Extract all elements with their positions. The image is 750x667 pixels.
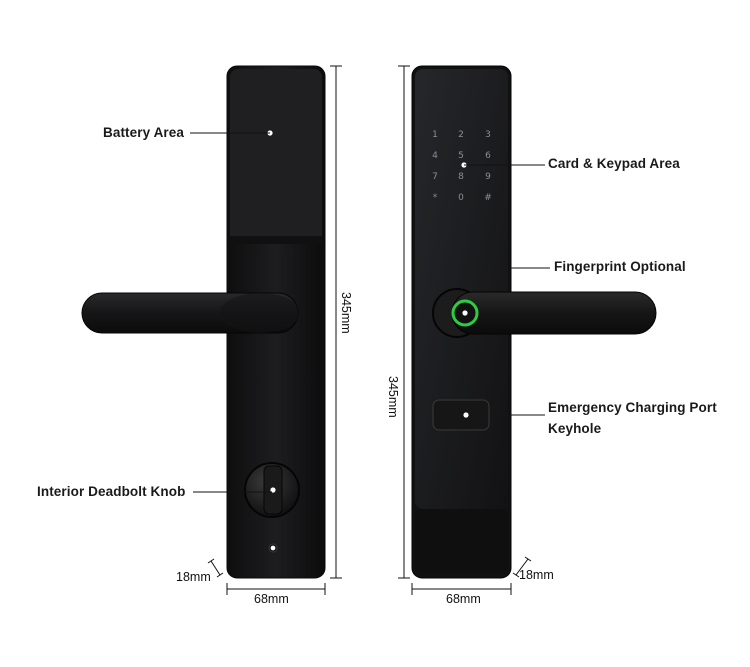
label-emergency-port: Emergency Charging Port — [548, 400, 717, 415]
dim-depth-right: 18mm — [519, 568, 554, 582]
key-star: * — [432, 193, 438, 203]
label-interior-deadbolt-knob: Interior Deadbolt Knob — [37, 484, 186, 499]
label-fingerprint-optional: Fingerprint Optional — [554, 259, 686, 274]
interior-handle — [81, 292, 300, 334]
key-8: 8 — [458, 172, 464, 182]
label-card-keypad-area: Card & Keypad Area — [548, 156, 680, 171]
key-1: 1 — [432, 130, 438, 140]
dim-height-left: 345mm — [339, 292, 353, 334]
exterior-lock-panel — [411, 65, 512, 579]
key-3: 3 — [485, 130, 491, 140]
key-6: 6 — [485, 151, 491, 161]
label-keyhole: Keyhole — [548, 421, 602, 436]
dim-depth-left: 18mm — [176, 570, 211, 584]
dim-height-right: 345mm — [386, 376, 400, 418]
label-battery-area: Battery Area — [103, 125, 184, 140]
exterior-handle — [451, 291, 657, 335]
key-2: 2 — [458, 130, 464, 140]
key-7: 7 — [432, 172, 438, 182]
dim-width-right: 68mm — [446, 592, 481, 606]
key-9: 9 — [485, 172, 491, 182]
dim-width-left: 68mm — [254, 592, 289, 606]
key-0: 0 — [458, 193, 464, 203]
battery-cover — [230, 69, 322, 244]
key-5: 5 — [458, 151, 464, 161]
key-4: 4 — [432, 151, 438, 161]
emergency-port — [432, 399, 490, 431]
key-hash: # — [484, 193, 492, 203]
